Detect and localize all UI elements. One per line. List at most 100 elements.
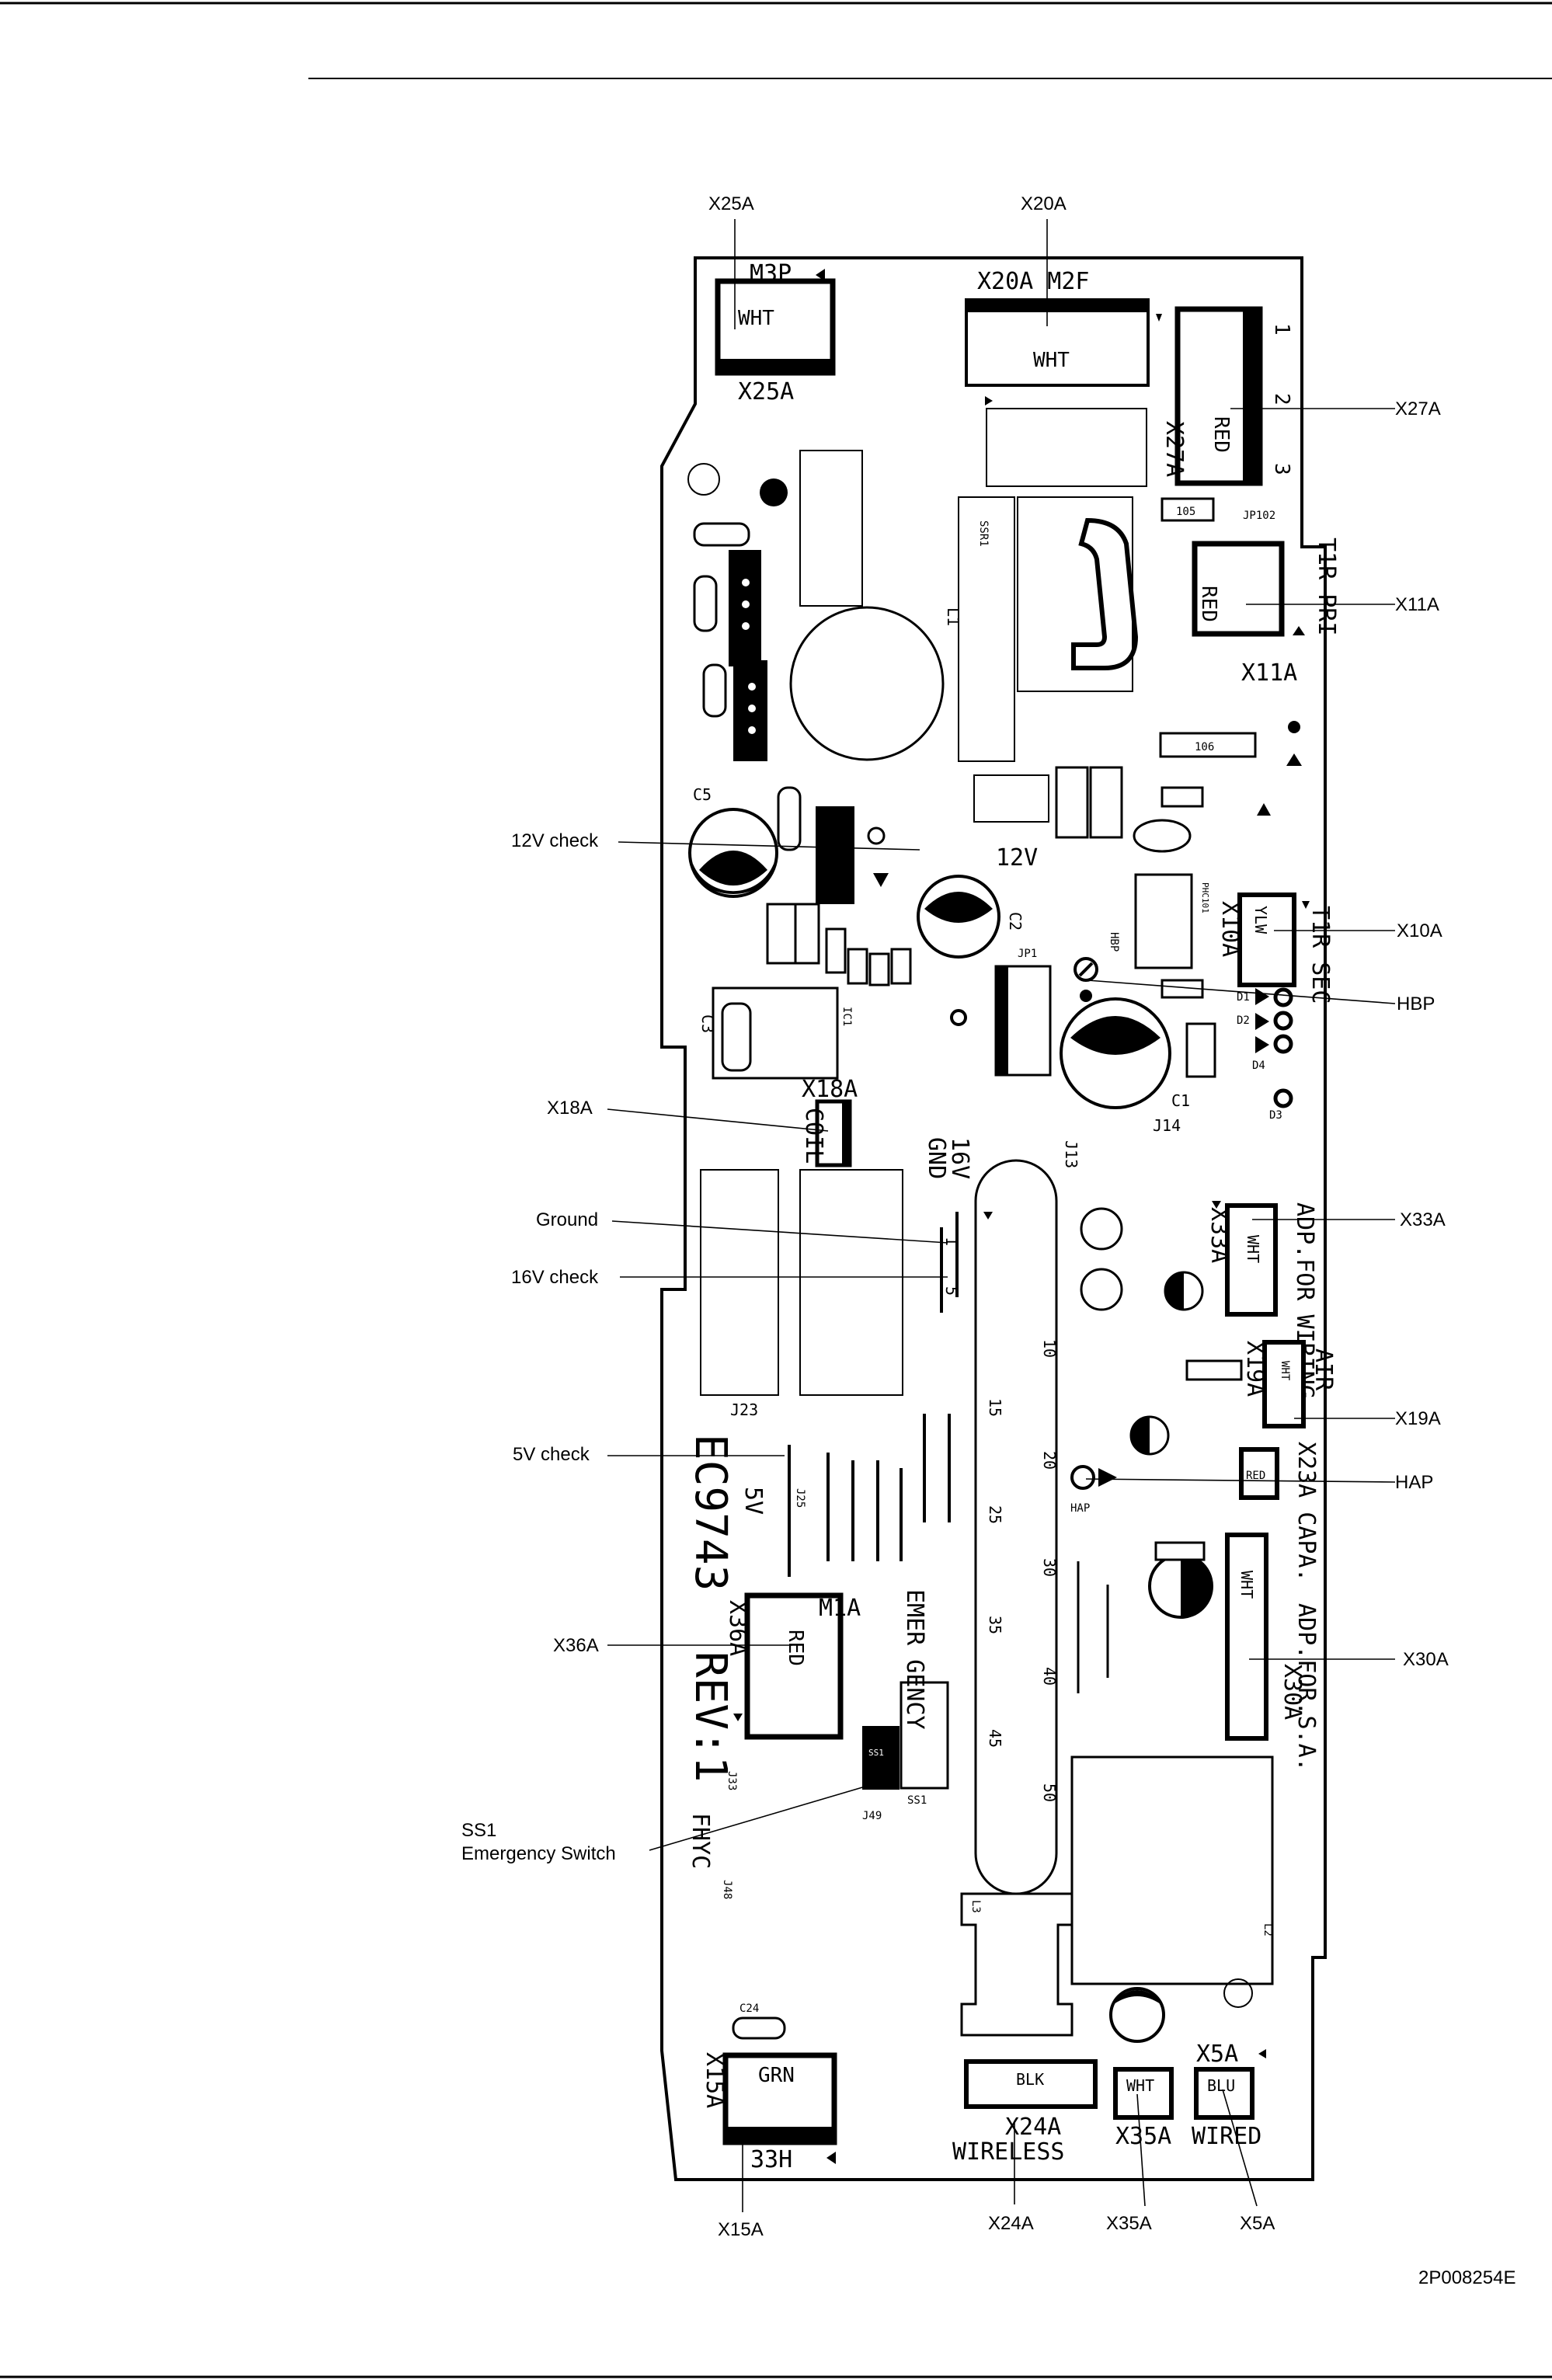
inductor-l1 bbox=[789, 606, 945, 761]
capacitor-c2-band bbox=[924, 892, 993, 923]
arrow-x33a bbox=[1212, 1201, 1221, 1209]
arrow-x10a bbox=[1302, 901, 1310, 909]
label-j14: J14 bbox=[1153, 1116, 1181, 1135]
capacitor-c18-fill bbox=[1165, 1272, 1184, 1310]
label-x24a: X24A bbox=[1005, 2114, 1061, 2141]
resistor-20 bbox=[1154, 1541, 1206, 1561]
connector-x25a bbox=[715, 278, 836, 376]
leader-x5a bbox=[1222, 2089, 1258, 2207]
led-hap bbox=[1070, 1465, 1095, 1490]
label-hbp: HBP bbox=[1108, 932, 1120, 952]
capacitor-c3 bbox=[721, 1002, 752, 1072]
resistor-23 bbox=[1185, 1359, 1243, 1381]
label-t1r-pri: T1R PRI bbox=[1313, 538, 1340, 635]
label-hap: HAP bbox=[1070, 1502, 1090, 1515]
pin-2: 2 bbox=[1270, 393, 1293, 405]
connector-x20a-color: WHT bbox=[1033, 349, 1070, 372]
connector-x24a bbox=[964, 2059, 1098, 2109]
resistor-105 bbox=[1161, 497, 1215, 522]
ic-pin1-marker bbox=[983, 1212, 993, 1220]
connector-x35a-color: WHT bbox=[1126, 2076, 1154, 2095]
connector-x11a-color: RED bbox=[1197, 586, 1220, 622]
connector-x5a bbox=[1194, 2067, 1254, 2120]
ic-pin-15: 15 bbox=[986, 1398, 1004, 1417]
connector-x27a-side bbox=[1243, 309, 1260, 483]
connector-x33a-color: WHT bbox=[1244, 1235, 1262, 1263]
testpoint-d4 bbox=[1273, 1034, 1293, 1054]
leader-ground bbox=[611, 1220, 948, 1244]
label-16v: 16V bbox=[946, 1137, 973, 1179]
ic-pin-35: 35 bbox=[986, 1616, 1004, 1634]
relay-block-left bbox=[700, 1169, 779, 1396]
connector-x11a bbox=[1192, 541, 1285, 637]
label-ss1: SS1 bbox=[907, 1794, 927, 1807]
resistor-r5 bbox=[794, 903, 820, 965]
capacitor-c10 bbox=[1109, 1987, 1165, 2043]
callout-x35a: X35A bbox=[1106, 2213, 1152, 2234]
testpoint-d2 bbox=[1273, 1011, 1293, 1031]
capacitor-c6 bbox=[702, 663, 727, 718]
label-x10a: X10A bbox=[1216, 901, 1244, 957]
connector-x15a-base bbox=[726, 2127, 834, 2142]
capacitor-c16 bbox=[693, 522, 750, 547]
connector-x18a-side bbox=[842, 1101, 850, 1165]
leader-x18a bbox=[607, 1108, 829, 1132]
arrow-x15a bbox=[826, 2152, 836, 2164]
ic2-pin-3 bbox=[748, 726, 756, 734]
connector-x5a-color: BLU bbox=[1207, 2076, 1235, 2095]
resistor-r2 bbox=[868, 952, 890, 986]
callout-x20a: X20A bbox=[1021, 193, 1067, 214]
inductor-l3 bbox=[960, 1892, 1074, 2037]
callout-leaders bbox=[607, 219, 1396, 2212]
label-j48: J48 bbox=[721, 1880, 733, 1899]
label-x36a: X36A bbox=[724, 1600, 751, 1656]
label-12v: 12V bbox=[996, 844, 1038, 872]
connector-x25a-color: WHT bbox=[738, 307, 774, 330]
inductor-l3-label: L3 bbox=[969, 1900, 982, 1913]
label-m3p: M3P bbox=[750, 260, 792, 287]
callout-x36a: X36A bbox=[553, 1635, 599, 1656]
connector-x23a bbox=[1239, 1447, 1279, 1500]
connector-x33a bbox=[1225, 1203, 1278, 1317]
testpoint-12v bbox=[867, 826, 886, 845]
label-adp-sa: ADP.FOR.S.A. bbox=[1293, 1603, 1320, 1772]
capacitor-c9 bbox=[1080, 1207, 1123, 1251]
resistor-106-label: 106 bbox=[1195, 741, 1214, 753]
callout-12v-check: 12V check bbox=[511, 830, 599, 851]
resistor-101 bbox=[1161, 786, 1204, 808]
label-j25: J25 bbox=[794, 1488, 806, 1508]
arrow-m3p bbox=[816, 269, 825, 281]
connector-x27a-color: RED bbox=[1209, 416, 1233, 453]
ic-pin-30: 30 bbox=[1040, 1558, 1059, 1577]
ic2-pin-1 bbox=[748, 683, 756, 691]
ic-pin-50: 50 bbox=[1040, 1783, 1059, 1802]
emergency-switch-text: SS1 bbox=[868, 1748, 884, 1758]
varistor bbox=[1071, 517, 1139, 670]
callout-hbp: HBP bbox=[1397, 993, 1435, 1014]
capacitor-c2-label: C2 bbox=[1006, 912, 1025, 931]
label-x5a: X5A bbox=[1196, 2041, 1238, 2068]
label-gnd: GND bbox=[923, 1137, 950, 1179]
board-id-ec9743: EC9743 bbox=[685, 1434, 736, 1591]
callout-5v-check: 5V check bbox=[513, 1444, 590, 1465]
connector-x30a-color: WHT bbox=[1237, 1571, 1256, 1599]
capacitor-c5-fill bbox=[693, 864, 774, 894]
arrow-c103 bbox=[985, 396, 993, 405]
callout-emergency-switch: Emergency Switch bbox=[461, 1843, 616, 1864]
ic3-pin-1 bbox=[742, 579, 750, 586]
capacitor-c103 bbox=[986, 408, 1147, 487]
ic3-pin-2 bbox=[742, 600, 750, 608]
transistor-block bbox=[816, 806, 854, 904]
label-d2: D2 bbox=[1237, 1014, 1250, 1027]
testpoint-d3 bbox=[1273, 1088, 1293, 1108]
diode-d1 bbox=[1255, 988, 1269, 1005]
resistor-102 bbox=[1055, 766, 1089, 839]
connector-x36a-color: RED bbox=[784, 1630, 807, 1666]
label-x18a: X18A bbox=[802, 1076, 858, 1103]
leader-hap bbox=[1085, 1478, 1396, 1483]
connector-x36a bbox=[744, 1592, 844, 1740]
switch-ss1 bbox=[900, 1681, 949, 1790]
connector-x20a bbox=[965, 298, 1150, 387]
capacitor-c21-fill bbox=[1181, 1555, 1212, 1617]
